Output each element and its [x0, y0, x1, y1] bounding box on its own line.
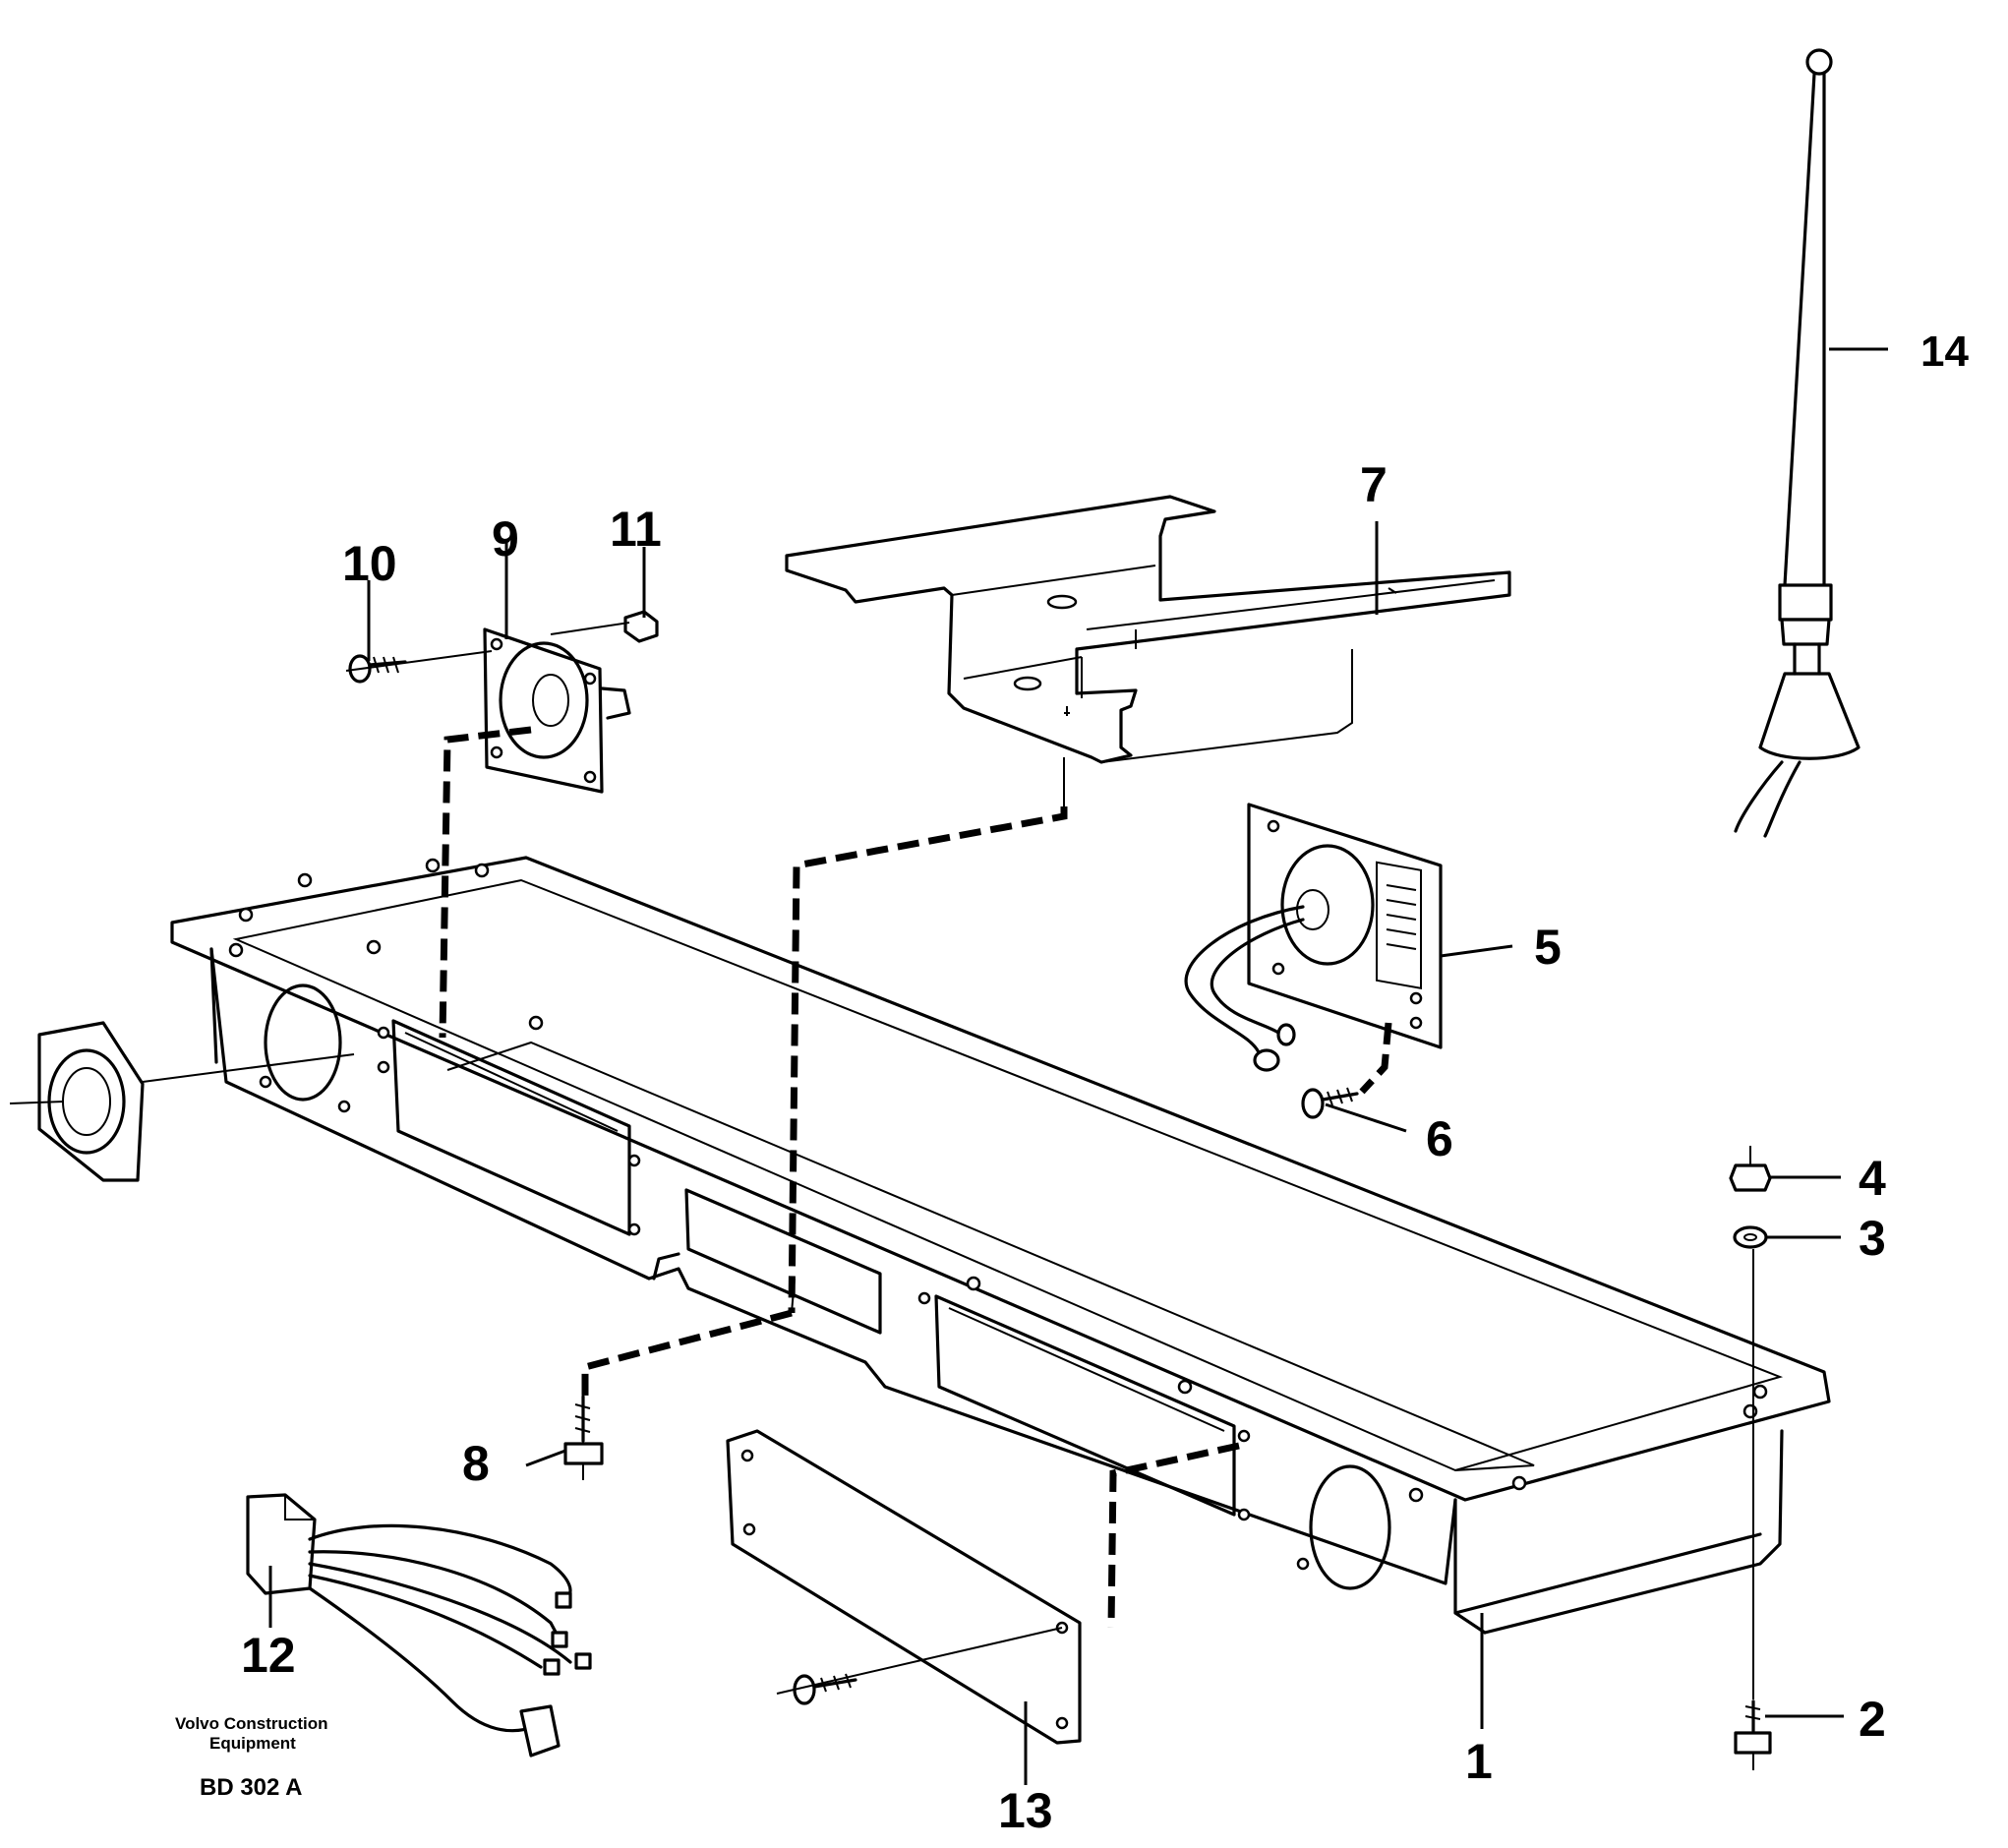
screw-part-6	[1301, 1087, 1359, 1119]
leader-lines	[268, 347, 1888, 1785]
assembly-line-speaker	[439, 726, 532, 1039]
callout-12: 12	[241, 1628, 296, 1683]
assembly-line-radio	[1359, 1022, 1392, 1095]
screw-part-8	[563, 1395, 604, 1480]
console-box-part	[170, 856, 1831, 1635]
speaker-part	[483, 627, 631, 794]
callout-5: 5	[1534, 920, 1562, 975]
radio-unit-part	[1184, 803, 1443, 1072]
callout-4: 4	[1859, 1151, 1886, 1206]
assembly-line-screw8	[581, 1309, 793, 1397]
caption-equipment: Equipment	[209, 1734, 296, 1753]
nut-part-11	[550, 610, 659, 643]
callout-14: 14	[1920, 328, 1969, 376]
callout-labels: 1 2 3 4 5 6 7 8 9 10 11 12 13 14	[241, 328, 1969, 1838]
nut-part-4	[1729, 1146, 1772, 1192]
callout-8: 8	[462, 1436, 490, 1491]
assembly-line-bracket	[788, 806, 1068, 1314]
callout-10: 10	[342, 536, 397, 591]
speaker-grille-part	[9, 1021, 355, 1182]
cable-harness-part	[246, 1493, 592, 1758]
assembly-line-cover	[1107, 1442, 1240, 1629]
callout-9: 9	[492, 511, 519, 566]
callout-3: 3	[1859, 1211, 1886, 1266]
bracket-part	[785, 495, 1511, 764]
caption-block: Volvo Construction Equipment BD 302 A	[175, 1714, 328, 1801]
cover-plate-part	[726, 1429, 1082, 1745]
caption-company: Volvo Construction	[175, 1714, 328, 1733]
bolt-part-2	[1734, 1699, 1772, 1770]
washer-part-3	[1733, 1225, 1768, 1249]
callout-13: 13	[998, 1783, 1053, 1838]
callout-11: 11	[610, 502, 662, 557]
callout-6: 6	[1426, 1111, 1453, 1166]
antenna-part	[1734, 48, 1860, 838]
drawing-code: BD 302 A	[200, 1774, 302, 1801]
callout-7: 7	[1360, 457, 1388, 512]
callout-1: 1	[1465, 1734, 1493, 1789]
callout-2: 2	[1859, 1692, 1886, 1747]
screw-part-10	[345, 650, 493, 684]
